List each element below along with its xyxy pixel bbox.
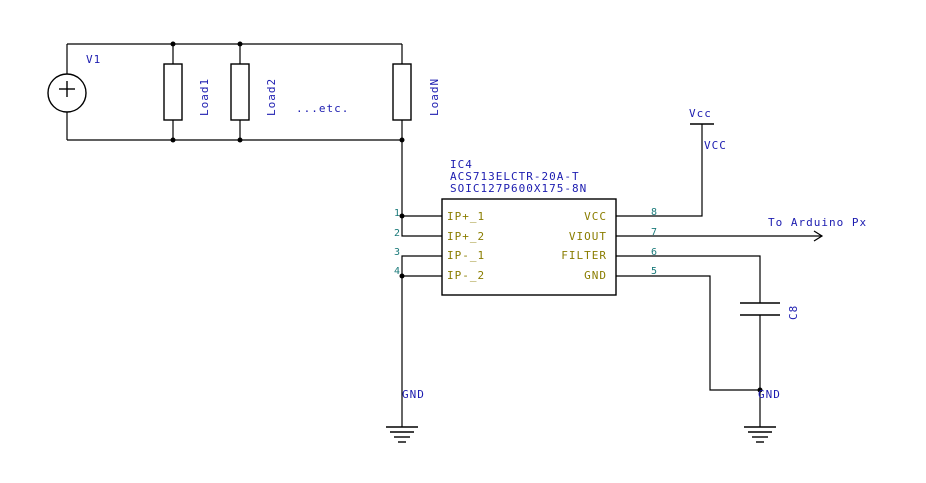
output-net-label: To Arduino Px <box>768 216 867 229</box>
pin-name-ip-minus-1: IP-_1 <box>447 249 485 262</box>
pin-number-4: 4 <box>394 266 400 277</box>
voltage-source-symbol <box>47 73 87 113</box>
pin-name-ip-plus-1: IP+_1 <box>447 210 485 223</box>
pin-name-ip-plus-2: IP+_2 <box>447 230 485 243</box>
capacitor-label: C8 <box>787 305 800 320</box>
ip-plus-2-wire <box>401 216 442 237</box>
gnd-label-right: GND <box>758 388 781 401</box>
pin-number-5: 5 <box>651 266 657 277</box>
ground-icon <box>744 426 776 443</box>
pin-name-viout: VIOUT <box>569 230 607 243</box>
pin-number-6: 6 <box>651 247 657 258</box>
ic-package-label: SOIC127P600X175-8N <box>450 182 587 195</box>
junction-dot <box>757 387 763 393</box>
rail-to-ip-plus-1-wire <box>401 140 442 217</box>
load2-label: Load2 <box>265 78 278 116</box>
output-arrow-icon <box>813 230 824 242</box>
ic-body <box>441 198 617 296</box>
pin-name-filter: FILTER <box>561 249 607 262</box>
junction-dot <box>237 137 243 143</box>
junction-dot <box>170 41 176 47</box>
junction-dot <box>399 273 405 279</box>
ic-part-label: ACS713ELCTR-20A-T <box>450 170 580 183</box>
loadn-label: LoadN <box>428 78 441 116</box>
filter-wire <box>616 255 761 303</box>
source-label: V1 <box>86 53 101 66</box>
gnd-pin-wire <box>616 275 760 391</box>
pin-number-2: 2 <box>394 228 400 239</box>
ip-minus-wire <box>401 255 442 277</box>
load2-resistor <box>230 44 250 140</box>
vcc-wire <box>616 124 703 217</box>
load1-label: Load1 <box>198 78 211 116</box>
load1-resistor <box>163 44 183 140</box>
ic-ref-label: IC4 <box>450 158 473 171</box>
junction-dot <box>399 213 405 219</box>
ground-icon <box>386 426 418 443</box>
pin-name-vcc: VCC <box>584 210 607 223</box>
voltage-source-v1 <box>47 44 87 140</box>
pin-name-gnd: GND <box>584 269 607 282</box>
loadn-resistor <box>392 44 412 140</box>
vcc-net-label: VCC <box>704 139 727 152</box>
junction-dot <box>170 137 176 143</box>
junction-dot <box>237 41 243 47</box>
pin-number-8: 8 <box>651 207 657 218</box>
vcc-symbol-label: Vcc <box>689 107 712 120</box>
gnd-label-left: GND <box>402 388 425 401</box>
pin-number-1: 1 <box>394 208 400 219</box>
pin-name-ip-minus-2: IP-_2 <box>447 269 485 282</box>
etc-label: ...etc. <box>296 102 349 115</box>
pin-number-7: 7 <box>651 227 657 238</box>
pin-number-3: 3 <box>394 247 400 258</box>
